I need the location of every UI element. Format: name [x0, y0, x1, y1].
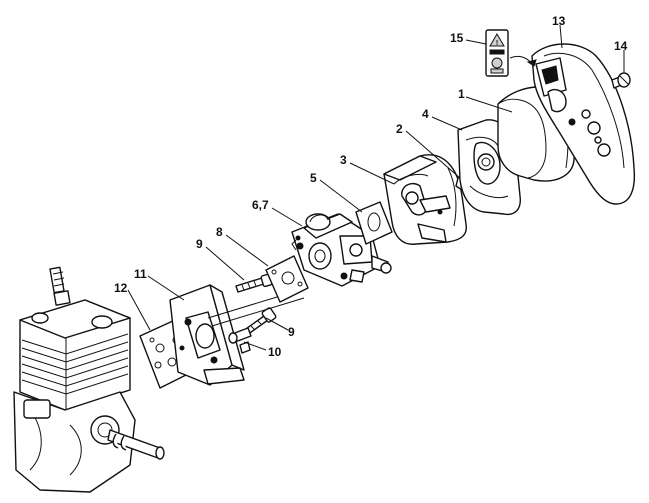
callout-1: 1	[458, 87, 465, 101]
callout-2: 2	[396, 122, 403, 136]
callout-10: 10	[268, 345, 282, 359]
callout-labels: 1 2 3 4 5 6,7 8 9 9 10 11 12 13 14 15	[114, 14, 628, 359]
leader-lines	[127, 24, 625, 351]
intake-flange-11	[169, 284, 245, 386]
crankshaft	[107, 429, 165, 460]
engine-assembly	[13, 266, 165, 493]
filter-cover-13	[531, 43, 636, 205]
spark-plug	[49, 266, 71, 306]
filter-base-3	[383, 154, 467, 245]
callout-11: 11	[134, 267, 147, 281]
callout-6-7: 6,7	[252, 198, 269, 212]
callout-3: 3	[340, 153, 347, 167]
screw-9-upper	[235, 273, 273, 293]
callout-4: 4	[422, 107, 429, 121]
callout-15: 15	[450, 31, 464, 45]
callout-9-lower: 9	[288, 325, 295, 339]
svg-text:!: !	[496, 40, 498, 47]
gasket-8	[265, 255, 309, 303]
cylinder-block	[19, 299, 131, 411]
crankcase	[13, 391, 136, 493]
fitting-10	[228, 327, 252, 354]
warning-label-15: !	[485, 29, 509, 77]
callout-9-upper: 9	[196, 237, 203, 251]
callout-12: 12	[114, 281, 128, 295]
carburetor-6-7	[291, 213, 392, 287]
gasket-5	[355, 201, 393, 245]
screw-14	[611, 72, 631, 89]
label-position-arrow	[509, 55, 537, 67]
callout-14: 14	[614, 39, 628, 53]
callout-5: 5	[310, 171, 317, 185]
callout-8: 8	[216, 225, 223, 239]
callout-13: 13	[552, 14, 566, 28]
